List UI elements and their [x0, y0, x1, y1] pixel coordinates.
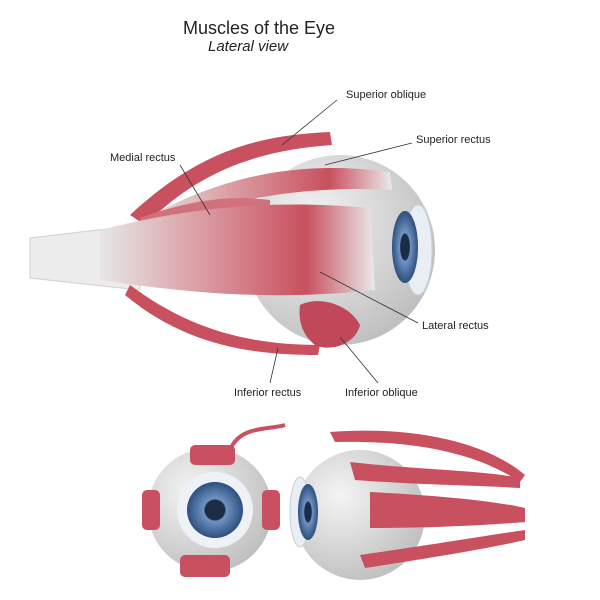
label-inferior-oblique: Inferior oblique: [345, 387, 418, 399]
label-inferior-rectus: Inferior rectus: [234, 387, 302, 399]
iris-icon: [392, 211, 418, 283]
lateral-rectus-muscle: [100, 204, 375, 296]
superior-rectus-muscle: [140, 168, 392, 232]
label-superior-rectus: Superior rectus: [416, 134, 491, 146]
inferior-rectus-muscle: [125, 285, 320, 355]
side-view: [289, 430, 525, 580]
side-iris-icon: [298, 484, 318, 540]
diagram-title: Muscles of the Eye: [183, 18, 336, 38]
lateral-view: [29, 132, 435, 355]
leader-lines: [179, 99, 419, 384]
diagram-subtitle: Lateral view: [208, 38, 289, 55]
label-lateral-rectus: Lateral rectus: [422, 320, 489, 332]
side-eyeball: [295, 450, 425, 580]
front-iris-icon: [187, 482, 243, 538]
front-view: [142, 423, 286, 577]
inferior-oblique-muscle: [299, 301, 360, 348]
label-medial-rectus: Medial rectus: [110, 152, 176, 164]
label-superior-oblique: Superior oblique: [346, 89, 427, 101]
